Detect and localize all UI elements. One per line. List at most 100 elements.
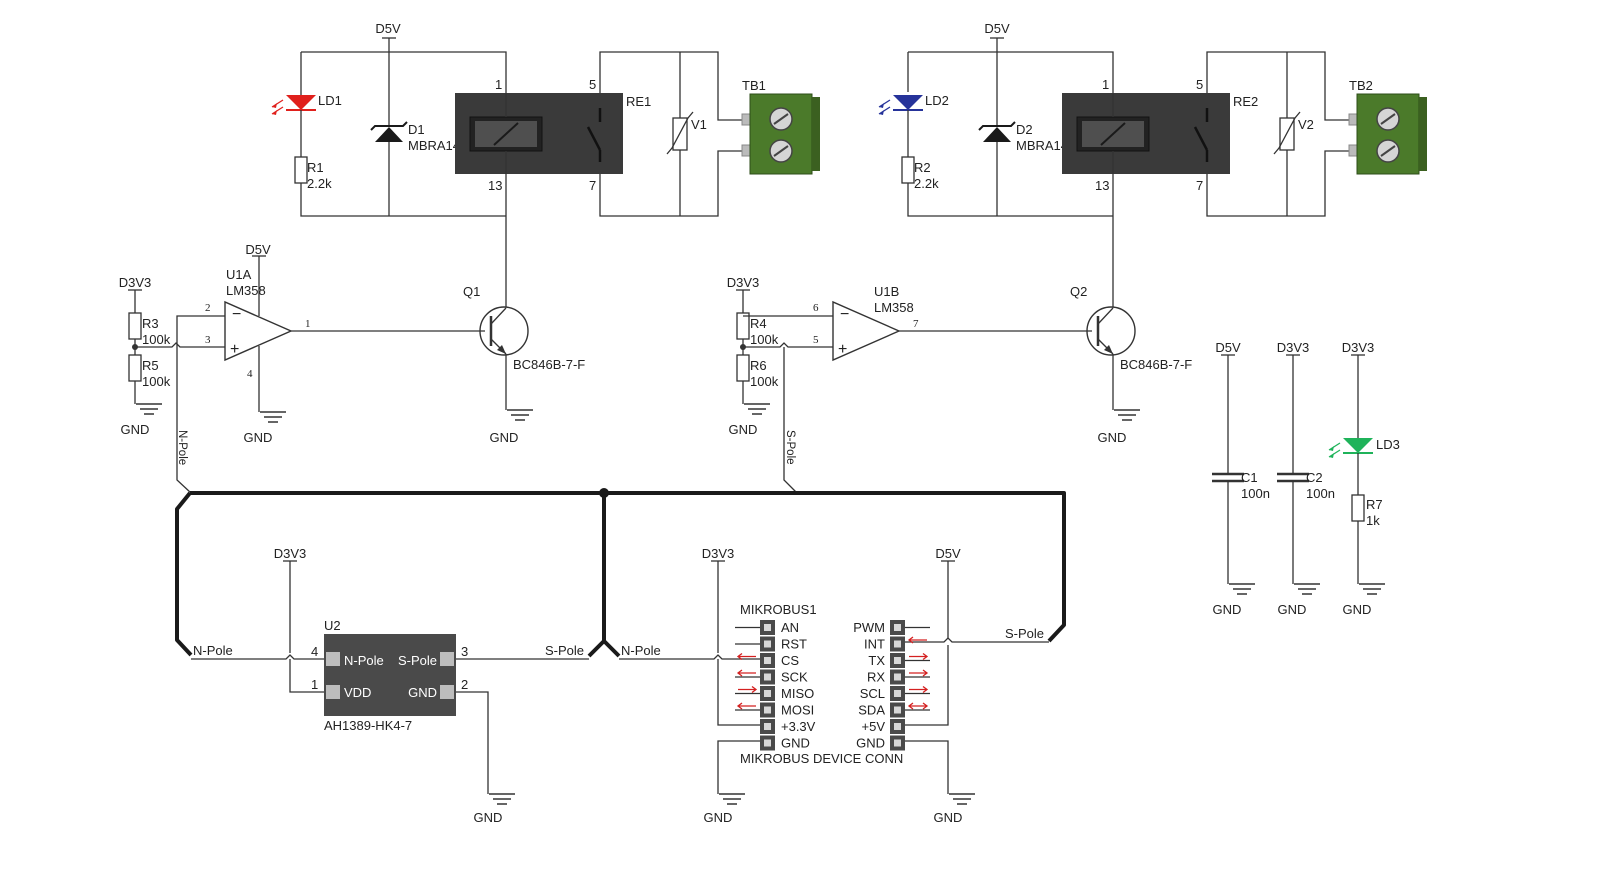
resistor-r2-ref: R2 (914, 160, 931, 175)
resistor-r1-value: 2.2k (307, 176, 332, 191)
mikrobus-pin-left-gnd: GND (760, 735, 810, 751)
zener-diode-icon (375, 127, 403, 142)
sensor-pin-gnd: GND (408, 685, 437, 700)
terminal-tb2: TB2 (1348, 78, 1427, 175)
mikrobus-right-label: +5V (862, 719, 886, 734)
net-label-s-pole-v: S-Pole (784, 430, 796, 465)
sensor-u2-part: AH1389-HK4-7 (324, 718, 412, 733)
rail-label-d3v3-div1: D3V3 (119, 275, 152, 290)
opamp-u1a: − + D5V GND U1A LM358 2 3 1 4 (205, 242, 485, 445)
relay-re1-pin1: 1 (495, 77, 502, 92)
mikrobus-pin-right-int: INT (864, 636, 927, 652)
resistor-r2-value: 2.2k (914, 176, 939, 191)
sensor-pin-num-3: 3 (461, 644, 468, 659)
rail-label-c1: D5V (1215, 340, 1241, 355)
rail-label-ld3: D3V3 (1342, 340, 1375, 355)
varistor-v1-ref: V1 (691, 117, 707, 132)
relay-re2-pin13: 13 (1095, 178, 1109, 193)
opamp-u1b-pin-noninv: 5 (813, 334, 819, 346)
signal-direction-arrow-icon (738, 685, 758, 694)
mikrobus-right-label: INT (864, 637, 885, 652)
relay-re1-ref: RE1 (626, 94, 651, 109)
rail-label-d5v-2: D5V (984, 21, 1010, 36)
led-ld2-ref: LD2 (925, 93, 949, 108)
mikrobus-left-label: CS (781, 653, 799, 668)
rail-label-c2: D3V3 (1277, 340, 1310, 355)
terminal-tb1-ref: TB1 (742, 78, 766, 93)
relay-re1-pin7: 7 (589, 178, 596, 193)
mikrobus-pin-right-gnd: GND (856, 735, 905, 751)
zener-diode-icon (983, 127, 1011, 142)
svg-text:−: − (840, 306, 849, 323)
mikrobus-pin-left-cs: CS (736, 652, 799, 668)
svg-text:+: + (230, 341, 239, 358)
opamp-u1b-ref: U1B (874, 284, 899, 299)
mikrobus-pin-right-5v: +5V (862, 719, 905, 734)
sensor-pin-num-1: 1 (311, 677, 318, 692)
transistor-q1-part: BC846B-7-F (513, 357, 585, 372)
resistor-r2: R2 2.2k (901, 156, 939, 191)
mikrobus-right-label: TX (868, 653, 885, 668)
gnd-label-mb-left: GND (704, 810, 733, 825)
signal-direction-arrow-icon (907, 702, 929, 710)
gnd-label-c2: GND (1278, 602, 1307, 617)
signal-direction-arrow-icon (736, 652, 756, 661)
opamp-u1b-pin-out: 7 (913, 318, 919, 330)
mikrobus-right-label: SDA (858, 703, 885, 718)
varistor-v2: V2 (1273, 111, 1314, 155)
relay-re2-pin7: 7 (1196, 178, 1203, 193)
opamp-u1a-pin-gnd: 4 (247, 368, 253, 380)
resistor-r1: R1 2.2k (294, 156, 332, 191)
sensor-pin-vdd: VDD (344, 685, 371, 700)
gnd-label-mb-right: GND (934, 810, 963, 825)
resistor-r3-ref: R3 (142, 316, 159, 331)
mikrobus-left-label: +3.3V (781, 719, 816, 734)
signal-direction-arrow-icon (909, 652, 929, 661)
opamp-u1b-part: LM358 (874, 300, 914, 315)
sensor-pin-num-4: 4 (311, 644, 318, 659)
relay-re2-ref: RE2 (1233, 94, 1258, 109)
signal-direction-arrow-icon (736, 702, 756, 710)
gnd-label-u2: GND (474, 810, 503, 825)
relay-re1: 1 13 5 7 RE1 (455, 77, 651, 193)
capacitor-c1-value: 100n (1241, 486, 1270, 501)
varistor-v2-ref: V2 (1298, 117, 1314, 132)
mikrobus-pin-left-rst: RST (735, 636, 807, 652)
led-green-icon (1343, 438, 1373, 453)
gnd-label-q2: GND (1098, 430, 1127, 445)
led-red-icon (286, 95, 316, 110)
mikrobus-left-label: AN (781, 620, 799, 635)
resistor-r7-ref: R7 (1366, 497, 1383, 512)
npn-transistor-icon (479, 306, 529, 356)
mikrobus-pin-left-miso: MISO (735, 685, 814, 701)
capacitor-c2-value: 100n (1306, 486, 1335, 501)
transistor-q2: GND Q2 BC846B-7-F (1070, 284, 1192, 445)
relay-channel-2: D5V LD2 R2 2.2k D2 M (727, 21, 1427, 494)
signal-bus (175, 488, 1066, 658)
rail-label-mb-d3v3: D3V3 (702, 546, 735, 561)
net-label-n-pole-u2: N-Pole (193, 643, 233, 658)
opamp-u1a-part: LM358 (226, 283, 266, 298)
opamp-icon (832, 300, 901, 362)
resistor-r3-value: 100k (142, 332, 171, 347)
opamp-u1b: − + U1B LM358 6 5 7 (813, 284, 1092, 362)
relay-re2-pin5: 5 (1196, 77, 1203, 92)
rail-label-d3v3-div2: D3V3 (727, 275, 760, 290)
mikrobus-left-label: MOSI (781, 703, 814, 718)
sensor-pin-num-2: 2 (461, 677, 468, 692)
net-label-s-pole-mb: S-Pole (1005, 626, 1044, 641)
opamp-u1b-pin-inv: 6 (813, 302, 819, 314)
mikrobus-pin-right-rx: RX (867, 669, 930, 685)
svg-text:−: − (232, 306, 241, 323)
sensor-u2-ref: U2 (324, 618, 341, 633)
sensor-pin-npole: N-Pole (344, 653, 384, 668)
diode-d1-ref: D1 (408, 122, 425, 137)
rail-label-d5v-u1a: D5V (245, 242, 271, 257)
capacitor-c1-ref: C1 (1241, 470, 1258, 485)
gnd-label-c1: GND (1213, 602, 1242, 617)
led-ld3-ref: LD3 (1376, 437, 1400, 452)
net-label-n-pole-v: N-Pole (176, 430, 188, 465)
mikrobus-ref: MIKROBUS1 (740, 602, 817, 617)
